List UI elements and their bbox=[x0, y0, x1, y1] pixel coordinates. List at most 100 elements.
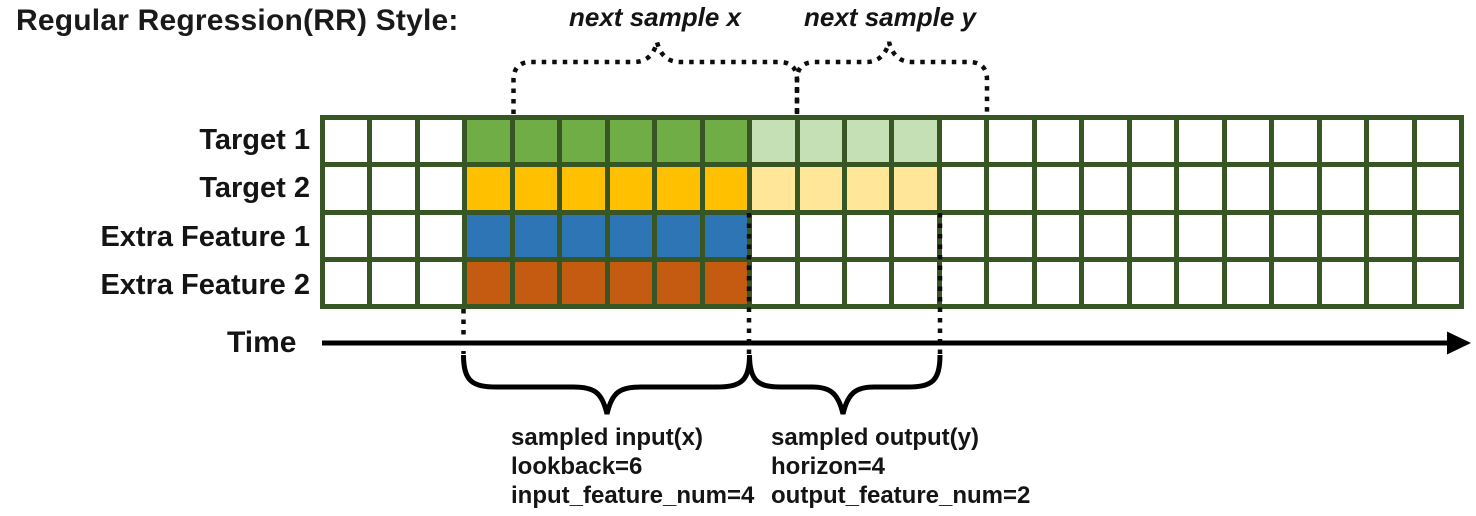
grid-cell bbox=[609, 214, 653, 257]
grid-cell bbox=[894, 167, 937, 210]
grid-cell bbox=[1084, 120, 1127, 163]
grid-cell bbox=[894, 120, 937, 163]
grid-cell bbox=[657, 120, 700, 163]
grid-cell bbox=[1321, 120, 1365, 163]
sampled-output-title: sampled output(y) bbox=[771, 424, 979, 451]
grid-cell bbox=[1179, 120, 1222, 163]
grid-cell bbox=[847, 120, 890, 163]
grid-cell bbox=[799, 120, 843, 163]
grid-cell bbox=[1036, 261, 1080, 304]
grid-cell bbox=[325, 167, 368, 210]
grid-cell bbox=[609, 120, 653, 163]
grid-cell bbox=[989, 214, 1032, 257]
output-feature-num-value: output_feature_num=2 bbox=[771, 482, 1031, 509]
grid-cell bbox=[941, 167, 985, 210]
grid-cell bbox=[514, 167, 558, 210]
time-axis-label: Time bbox=[227, 326, 297, 359]
grid-cell bbox=[1321, 167, 1365, 210]
sample-grid bbox=[320, 115, 1464, 309]
grid-cell bbox=[1226, 261, 1270, 304]
grid-cell bbox=[372, 167, 415, 210]
grid-cell bbox=[847, 261, 890, 304]
grid-cell bbox=[1179, 261, 1222, 304]
grid-cell bbox=[1416, 261, 1459, 304]
sampled-output-note: sampled output(y) horizon=4 output_featu… bbox=[771, 423, 1030, 510]
grid-cell bbox=[1369, 167, 1412, 210]
grid-cell bbox=[989, 167, 1032, 210]
sampled-output-brace bbox=[747, 354, 943, 415]
grid-cell bbox=[1274, 261, 1317, 304]
grid-cell bbox=[894, 214, 937, 257]
grid-cell bbox=[562, 167, 605, 210]
input-feature-num-value: input_feature_num=4 bbox=[511, 482, 755, 509]
grid-cell bbox=[1084, 167, 1127, 210]
grid-cell bbox=[1226, 214, 1270, 257]
grid-cell bbox=[941, 261, 985, 304]
grid-cell bbox=[562, 214, 605, 257]
grid-cell bbox=[657, 261, 700, 304]
grid-cell bbox=[325, 120, 368, 163]
grid-cell bbox=[1274, 120, 1317, 163]
row-label-target-1: Target 1 bbox=[199, 123, 310, 156]
grid-cell bbox=[1036, 120, 1080, 163]
lookback-value: lookback=6 bbox=[511, 453, 643, 480]
row-label-extra-feature-1: Extra Feature 1 bbox=[100, 220, 310, 253]
grid-cell bbox=[1084, 214, 1127, 257]
grid-cell bbox=[752, 214, 795, 257]
page-title: Regular Regression(RR) Style: bbox=[16, 4, 459, 37]
grid-cell bbox=[514, 214, 558, 257]
grid-cell bbox=[467, 261, 510, 304]
grid-cell bbox=[989, 120, 1032, 163]
grid-cell bbox=[704, 167, 748, 210]
grid-cell bbox=[1179, 167, 1222, 210]
grid-cell bbox=[799, 261, 843, 304]
grid-cell bbox=[1416, 120, 1459, 163]
grid-cell bbox=[325, 214, 368, 257]
grid-cell bbox=[941, 214, 985, 257]
row-labels: Target 1 Target 2 Extra Feature 1 Extra … bbox=[0, 116, 310, 310]
grid-cell bbox=[325, 261, 368, 304]
grid-cell bbox=[657, 167, 700, 210]
grid-cell bbox=[752, 167, 795, 210]
next-sample-x-brace bbox=[511, 41, 800, 114]
grid-cell bbox=[514, 261, 558, 304]
grid-cell bbox=[657, 214, 700, 257]
sampled-input-brace bbox=[461, 354, 752, 415]
grid-cell bbox=[514, 120, 558, 163]
grid-cell bbox=[1321, 214, 1365, 257]
grid-cell bbox=[372, 261, 415, 304]
grid-cell bbox=[989, 261, 1032, 304]
grid-cell bbox=[799, 167, 843, 210]
grid-cell bbox=[609, 261, 653, 304]
grid-cell bbox=[1131, 167, 1175, 210]
grid-cell bbox=[894, 261, 937, 304]
grid-cell bbox=[372, 214, 415, 257]
grid-cell bbox=[1369, 261, 1412, 304]
grid-cell bbox=[562, 120, 605, 163]
grid-cell bbox=[704, 261, 748, 304]
grid-cell bbox=[419, 261, 463, 304]
sampled-input-note: sampled input(x) lookback=6 input_featur… bbox=[511, 423, 754, 510]
grid-cell bbox=[372, 120, 415, 163]
grid-cell bbox=[419, 167, 463, 210]
grid-cell bbox=[467, 214, 510, 257]
grid-cell bbox=[1416, 214, 1459, 257]
grid-cell bbox=[704, 214, 748, 257]
grid-cell bbox=[1131, 261, 1175, 304]
grid-cell bbox=[609, 167, 653, 210]
grid-cell bbox=[1226, 120, 1270, 163]
grid-cell bbox=[1036, 214, 1080, 257]
grid-cell bbox=[1226, 167, 1270, 210]
next-sample-y-brace bbox=[794, 41, 990, 114]
grid-cell bbox=[1369, 120, 1412, 163]
grid-cell bbox=[1084, 261, 1127, 304]
next-sample-x-label: next sample x bbox=[569, 2, 741, 32]
grid-cell bbox=[752, 261, 795, 304]
time-axis-arrowhead bbox=[1447, 331, 1471, 355]
grid-cell bbox=[1131, 120, 1175, 163]
grid-cell bbox=[752, 120, 795, 163]
grid-cell bbox=[1274, 167, 1317, 210]
grid-cell bbox=[1036, 167, 1080, 210]
grid-cell bbox=[419, 120, 463, 163]
